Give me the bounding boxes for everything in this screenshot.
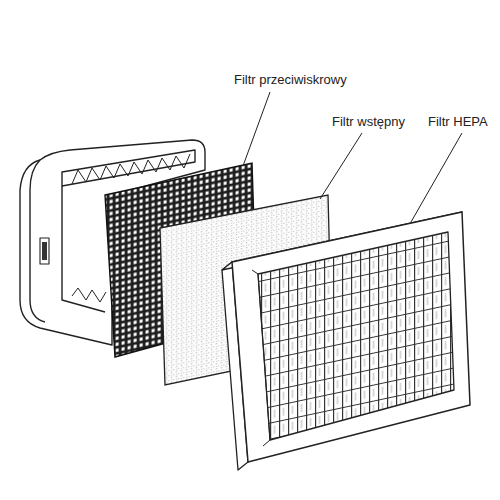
leader-line — [411, 133, 462, 222]
leader-lines — [243, 92, 462, 222]
hepa-filter — [222, 212, 470, 470]
part-label: Filtr wstępny — [330, 114, 407, 129]
part-label: Filtr przeciwiskrowy — [232, 72, 349, 87]
leader-line — [320, 133, 362, 199]
leader-line — [243, 92, 270, 166]
part-label: Filtr HEPA — [426, 114, 490, 129]
